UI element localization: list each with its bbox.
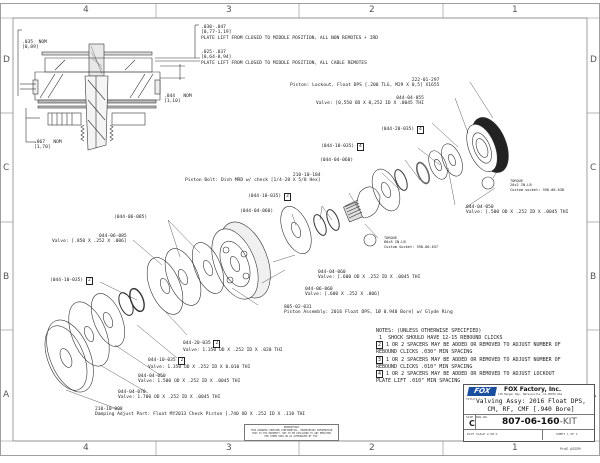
callout-044-06-060: 044-06-060 Valve: [.600 X .252 X .006] xyxy=(305,287,380,298)
callout-044-04-050-low: 044-04-050 Valve: 1.500 OD X .252 ID X .… xyxy=(138,374,241,385)
zone-label-bottom-3: 3 xyxy=(226,443,232,453)
title-label: TITLE xyxy=(466,397,476,401)
note-1-number: 1 xyxy=(379,334,383,341)
callout-044-10-035-3: (044-10-035) 3 xyxy=(248,193,291,201)
software-label: ProE ASSEM xyxy=(560,447,581,451)
fox-logo: FOX xyxy=(467,387,497,396)
plot-scale: PLOT SCALE 2.00:1 xyxy=(467,432,498,436)
callout-044-20-035-low: 044-20-035 2 Valve: 1.350 OD X .252 ID X… xyxy=(183,340,283,353)
callout-044-04-060-top: (044-04-060) xyxy=(320,158,354,163)
zone-label-right-d: D xyxy=(590,55,597,65)
sheet-number: SHEET 1 OF 1 xyxy=(556,432,578,436)
note-3-number: 3 xyxy=(376,355,384,364)
zone-label-bottom-1: 1 xyxy=(512,443,518,453)
drawing-number: 807-06-160-KIT xyxy=(502,417,577,427)
proprietary-notice: PROPRIETARY THIS DRAWING CONTAINS CONFID… xyxy=(244,424,339,441)
callout-044-04-050-right: 044-04-050 Valve: [.500 OD X .252 ID X .… xyxy=(466,205,569,216)
title-block: FOX FOX Factory, Inc. 130 Hangar Way, Wa… xyxy=(463,384,595,442)
torque-icon xyxy=(363,233,377,247)
callout-044-10-035-4: (044-10-035) 4 xyxy=(321,143,364,151)
dwg-no-label: DWG NO. xyxy=(476,415,489,419)
callout-222-01-297: 222-01-297 Piston: Lockout, Float DPS [.… xyxy=(290,78,440,89)
callout-044-10-035-2: (044-10-035) 2 xyxy=(50,277,93,285)
part-piston-assembly xyxy=(211,221,271,300)
zone-label-bottom-2: 2 xyxy=(369,443,375,453)
note-2: 1 OR 2 SPACERS MAY BE ADDED OR REMOVED T… xyxy=(376,342,561,356)
part-piston-bolt xyxy=(343,186,381,223)
callout-805-02-031: 805-02-031 Piston Assembly: 2016 Float D… xyxy=(284,305,453,316)
company-address: 130 Hangar Way, Watsonville, CA 95076 US… xyxy=(498,393,563,396)
callout-044-06-085: 044-06-085 Valve: [.850 X .252 X .006] xyxy=(52,234,127,245)
notes-block: NOTES: (UNLESS OTHERWISE SPECIFIED) 1 SH… xyxy=(376,322,561,391)
company-name: FOX Factory, Inc. xyxy=(504,386,562,393)
torque-note-1: TORQUE 20±2 IN.LB Custom socket: 398-00-… xyxy=(510,179,565,192)
zone-label-top-3: 3 xyxy=(226,5,232,15)
dim-044-nom: .044 NOM [1,10] xyxy=(164,94,192,105)
callout-044-04-060-low: 044-04-060 Valve: [.600 OD X .252 ID X .… xyxy=(318,270,421,281)
dim-067-nom: .067 NOM [1,70] xyxy=(34,140,62,151)
drawing-size: C xyxy=(469,419,475,428)
note-3: 1 OR 2 SPACERS MAY BE ADDED OR REMOVED T… xyxy=(376,356,561,370)
callout-044-04-070: 044-04-070 Valve: 1.700 OD X .252 ID X .… xyxy=(118,390,221,401)
zone-label-top-2: 2 xyxy=(369,5,375,15)
note-1: SHOCK SHOULD HAVE 12-15 REBOUND CLICKS xyxy=(388,334,503,341)
callout-044-10-035-low: 044-10-035 2 Valve: 1.350 OD X .252 ID X… xyxy=(148,357,251,370)
note-2-number: 2 xyxy=(376,341,384,350)
plate-lift-non-remotes: .030-.047 [0,77-1,19] PLATE LIFT FROM CL… xyxy=(201,25,379,41)
zone-label-left-a: A xyxy=(3,390,10,400)
note-4: 1 OR 2 SPACERS MAY BE ADDED OR REMOVED T… xyxy=(376,371,555,385)
notes-header: NOTES: (UNLESS OTHERWISE SPECIFIED) xyxy=(376,328,482,335)
size-label: SIZE xyxy=(466,415,474,419)
callout-044-20-035-top: (044-20-035) 4 xyxy=(381,126,424,134)
zone-label-left-b: B xyxy=(3,272,10,282)
callout-044-04-055: 044-04-055 Valve: [0,550 OD X 0,252 ID X… xyxy=(316,96,424,107)
zone-label-right-b: B xyxy=(590,272,597,282)
zone-label-left-d: D xyxy=(3,55,10,65)
callout-044-06-085-group: (044-06-085) xyxy=(114,215,148,220)
torque-icon xyxy=(481,176,495,190)
zone-label-right-c: C xyxy=(590,163,597,173)
note-4-number: 4 xyxy=(376,370,384,379)
drawing-title: Valving Assy: 2016 Float DPS, CM, RF, CM… xyxy=(476,398,586,413)
torque-note-2: TORQUE 80±5 IN.LB Custom Socket: 398-00-… xyxy=(384,236,439,249)
part-check-piston xyxy=(44,319,94,393)
plate-lift-cable-remotes: .025-.037 [0,64-0,94] PLATE LIFT FROM CL… xyxy=(201,50,367,66)
part-washer xyxy=(441,143,463,177)
dim-035-nom: .035 NOM [0,89] xyxy=(22,40,47,51)
zone-label-top-1: 1 xyxy=(512,5,518,15)
callout-210-10-098: 210-10-098 Damping Adjust Part: Float MY… xyxy=(95,407,306,418)
callout-210-10-184: 210-10-184 Piston Bolt: Dish MRD w/ chec… xyxy=(185,173,321,184)
zone-label-left-c: C xyxy=(3,163,10,173)
zone-label-bottom-4: 4 xyxy=(83,443,89,453)
callout-044-04-060-mid: (044-04-060) xyxy=(240,209,274,214)
zone-label-top-4: 4 xyxy=(83,5,89,15)
part-lockout-piston xyxy=(466,117,509,173)
